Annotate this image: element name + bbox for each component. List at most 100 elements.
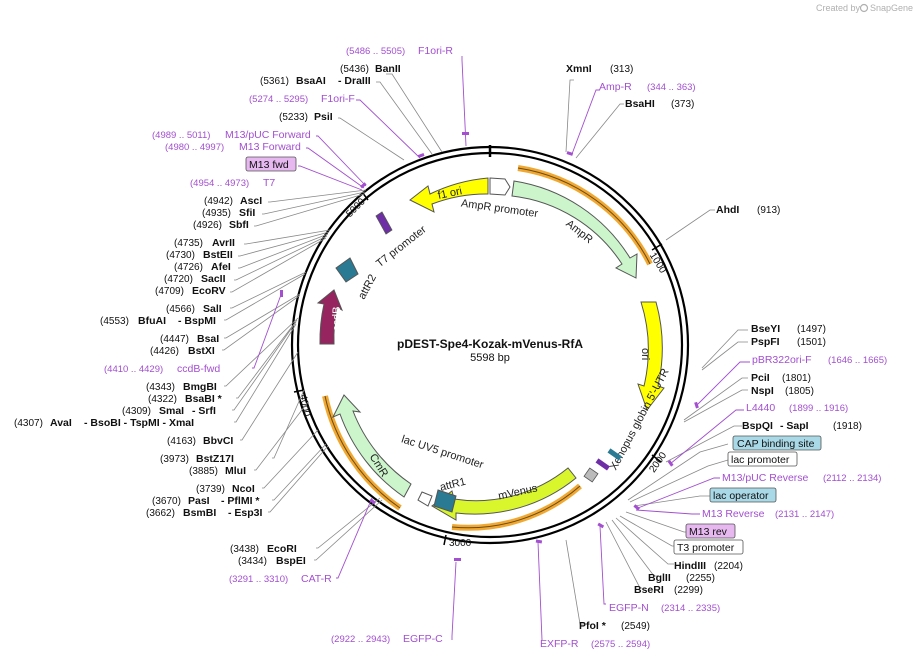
primer-amp-r[interactable]: Amp-R xyxy=(599,81,632,93)
m13-fwd-label: M13 fwd xyxy=(249,159,289,171)
t3-promoter-box[interactable] xyxy=(673,539,744,555)
site-mlui-pos: (3885) xyxy=(189,466,218,477)
ccdb-feature[interactable] xyxy=(316,289,344,345)
site-hindiii[interactable]: HindIII xyxy=(674,560,706,572)
site-pfoi-pos: (2549) xyxy=(621,621,650,632)
site-pfoi[interactable]: PfoI * xyxy=(579,620,607,632)
cmr-feature[interactable] xyxy=(331,394,412,498)
site-bfuai[interactable]: BfuAI xyxy=(138,315,166,327)
primer-m13-puc-forward[interactable]: M13/pUC Forward xyxy=(225,129,311,141)
primer-cat-r[interactable]: CAT-R xyxy=(301,573,332,585)
site-psii[interactable]: PsiI xyxy=(314,111,333,123)
small-feature-gray[interactable] xyxy=(583,467,599,483)
site-pasi[interactable]: PasI xyxy=(188,495,210,507)
site-bseri[interactable]: BseRI xyxy=(634,584,664,596)
site-bspqi[interactable]: BspQI xyxy=(742,420,773,432)
primer-t7[interactable]: T7 xyxy=(263,177,275,189)
lac-operator-box[interactable] xyxy=(709,487,777,503)
tick-3000-mark xyxy=(443,534,447,546)
site-ecori[interactable]: EcoRI xyxy=(267,543,297,555)
site-bsmbi-extra: - Esp3I xyxy=(228,507,263,519)
attr1-feature[interactable] xyxy=(433,489,457,513)
primer-egfp-n[interactable]: EGFP-N xyxy=(609,602,649,614)
ori-feature[interactable] xyxy=(637,301,665,412)
primer-m13-puc-reverse[interactable]: M13/pUC Reverse xyxy=(722,472,809,484)
site-bsteii[interactable]: BstEII xyxy=(203,249,233,261)
site-bglii[interactable]: BglII xyxy=(648,572,671,584)
site-bbvci[interactable]: BbvCI xyxy=(203,435,233,447)
site-bstz17i-pos: (3973) xyxy=(160,454,189,465)
primer-f1ori-r[interactable]: F1ori-R xyxy=(418,45,453,57)
site-ecorv[interactable]: EcoRV xyxy=(192,285,226,297)
site-bstz17i[interactable]: BstZ17I xyxy=(196,453,234,465)
cmr-highlight-line xyxy=(324,395,401,509)
attr2-feature[interactable] xyxy=(335,257,359,283)
primer-amp-r-pos: (344 .. 363) xyxy=(647,82,696,93)
xenopus-utr-feature[interactable] xyxy=(595,458,610,471)
primer-l4440[interactable]: L4440 xyxy=(746,402,775,414)
site-afei[interactable]: AfeI xyxy=(211,261,231,273)
site-ahdi[interactable]: AhdI xyxy=(716,204,739,216)
site-sacii[interactable]: SacII xyxy=(201,273,226,285)
cap-box[interactable] xyxy=(732,435,822,451)
site-bseyi[interactable]: BseYI xyxy=(751,323,780,335)
tick-4000: 4000 xyxy=(297,394,312,418)
primer-ccdb-fwd-pos: (4410 .. 4429) xyxy=(104,364,163,375)
site-sali[interactable]: SalI xyxy=(203,303,222,315)
site-banii[interactable]: BanII xyxy=(375,63,401,75)
primer-m13-forward[interactable]: M13 Forward xyxy=(239,141,301,153)
primer-f1ori-f-pos: (5274 .. 5295) xyxy=(249,94,308,105)
primer-m13-reverse[interactable]: M13 Reverse xyxy=(702,508,765,520)
site-mlui[interactable]: MluI xyxy=(225,465,246,477)
site-bseyi-pos: (1497) xyxy=(797,324,826,335)
site-sbfi-pos: (4926) xyxy=(193,220,222,231)
site-bmgbi[interactable]: BmgBI xyxy=(183,381,217,393)
m13-fwd-box[interactable] xyxy=(245,156,297,172)
primer-egfp-n-pos: (2314 .. 2335) xyxy=(661,603,720,614)
site-ncoi[interactable]: NcoI xyxy=(232,483,255,495)
site-xmni[interactable]: XmnI xyxy=(566,63,592,75)
site-bfuai-pos: (4553) xyxy=(100,316,129,327)
kozak-feature[interactable] xyxy=(607,448,622,461)
lac-operator-label: lac operator xyxy=(713,490,769,502)
ampr-promoter-feature[interactable] xyxy=(489,177,511,196)
lac-promoter-box[interactable] xyxy=(727,451,798,467)
primer-pbr322ori-f[interactable]: pBR322ori-F xyxy=(752,354,812,366)
site-hindiii-pos: (2204) xyxy=(714,561,743,572)
site-bsahi-pos: (373) xyxy=(671,99,694,110)
site-bsmbi-pos: (3662) xyxy=(146,508,175,519)
credit-brand: SnapGene xyxy=(870,3,913,13)
primer-ccdb-fwd[interactable]: ccdB-fwd xyxy=(177,363,220,375)
site-avrii[interactable]: AvrII xyxy=(212,237,235,249)
site-bsabi[interactable]: BsaBI * xyxy=(185,393,223,405)
site-bstxi[interactable]: BstXI xyxy=(188,345,215,357)
left-labels: (5486 .. 5505) F1ori-R (5436) BanII (536… xyxy=(14,45,453,645)
primer-f1ori-f[interactable]: F1ori-F xyxy=(321,93,355,105)
left-primer-marks xyxy=(280,132,469,561)
site-nspi[interactable]: NspI xyxy=(751,385,774,397)
site-bspei[interactable]: BspEI xyxy=(276,555,306,567)
site-sbfi[interactable]: SbfI xyxy=(229,219,249,231)
ampr-feature[interactable] xyxy=(511,180,638,279)
site-asci[interactable]: AscI xyxy=(240,195,262,207)
primer-m13-reverse-pos: (2131 .. 2147) xyxy=(775,509,834,520)
t7-promoter-feature[interactable] xyxy=(375,211,393,235)
primer-exfp-r-pos: (2575 .. 2594) xyxy=(591,639,650,650)
site-pspfi[interactable]: PspFI xyxy=(751,336,780,348)
tick-4000-mark xyxy=(293,389,305,393)
site-avai[interactable]: AvaI xyxy=(50,417,72,429)
f1-ori-feature[interactable] xyxy=(409,177,489,213)
site-sfii[interactable]: SfiI xyxy=(239,207,255,219)
m13-rev-box[interactable] xyxy=(685,523,736,539)
lacuv5-feature[interactable] xyxy=(417,491,433,507)
site-bsahi[interactable]: BsaHI xyxy=(625,98,655,110)
site-bspei-pos: (3434) xyxy=(238,556,267,567)
t3-promoter-label: T3 promoter xyxy=(677,542,735,554)
site-smai[interactable]: SmaI xyxy=(159,405,184,417)
site-bsmbi[interactable]: BsmBI xyxy=(183,507,216,519)
site-bsaai[interactable]: BsaAI xyxy=(296,75,326,87)
site-pcii[interactable]: PciI xyxy=(751,372,770,384)
primer-egfp-c[interactable]: EGFP-C xyxy=(403,633,443,645)
primer-exfp-r[interactable]: EXFP-R xyxy=(540,638,579,650)
site-bsai[interactable]: BsaI xyxy=(197,333,219,345)
